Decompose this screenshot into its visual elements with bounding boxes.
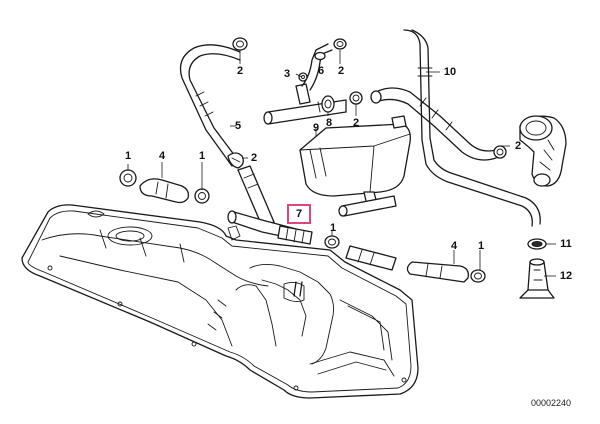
clamp-2d: [349, 91, 363, 105]
cap-12: [519, 258, 555, 299]
clamp-1a: [119, 169, 137, 187]
callout-10[interactable]: 10: [443, 66, 457, 78]
tube-10: [403, 29, 541, 227]
callout-11[interactable]: 11: [560, 238, 572, 250]
valve-cover: [21, 204, 419, 399]
grommet-11: [527, 238, 547, 250]
clamp-1c: [324, 235, 340, 249]
clamp-1d: [470, 269, 486, 283]
callout-1-c[interactable]: 1: [329, 222, 337, 234]
y-pipe-7: [227, 165, 313, 245]
clamp-2c: [227, 152, 244, 169]
t-piece: [263, 43, 347, 125]
hose-middle: [345, 245, 397, 271]
callout-3[interactable]: 3: [283, 68, 291, 80]
clamp-2b: [333, 38, 347, 50]
canister-9: [299, 115, 411, 217]
callout-9[interactable]: 9: [312, 122, 320, 134]
callout-1-d[interactable]: 1: [477, 240, 485, 252]
hose-4a: [139, 178, 190, 204]
callout-1[interactable]: 1: [124, 150, 132, 162]
clip-3: [298, 72, 308, 82]
intake-elbow: [519, 115, 567, 187]
callout-8[interactable]: 8: [325, 117, 333, 129]
callout-7-highlight[interactable]: 7: [287, 204, 311, 224]
callout-6[interactable]: 6: [317, 65, 325, 77]
clamp-2e: [493, 145, 507, 159]
hose-4b: [406, 261, 469, 283]
clamp-6: [314, 51, 326, 61]
callout-2-b[interactable]: 2: [337, 65, 345, 77]
clamp-8: [321, 95, 335, 113]
callout-2-e[interactable]: 2: [250, 152, 258, 164]
callout-2-c[interactable]: 2: [352, 117, 360, 129]
clamp-1b: [194, 188, 210, 204]
diagram-code: 00002240: [531, 398, 572, 408]
callout-2-d[interactable]: 2: [514, 140, 522, 152]
clamp-2a: [232, 37, 248, 51]
callout-12[interactable]: 12: [559, 270, 573, 282]
callout-4-b[interactable]: 4: [450, 240, 458, 252]
callout-1-b[interactable]: 1: [198, 150, 206, 162]
hose-upper-right: [370, 87, 497, 161]
leader-lines: [127, 50, 556, 277]
hose-5: [179, 44, 241, 167]
callout-4[interactable]: 4: [158, 150, 166, 162]
callout-5[interactable]: 5: [234, 120, 242, 132]
callout-2[interactable]: 2: [236, 65, 244, 77]
